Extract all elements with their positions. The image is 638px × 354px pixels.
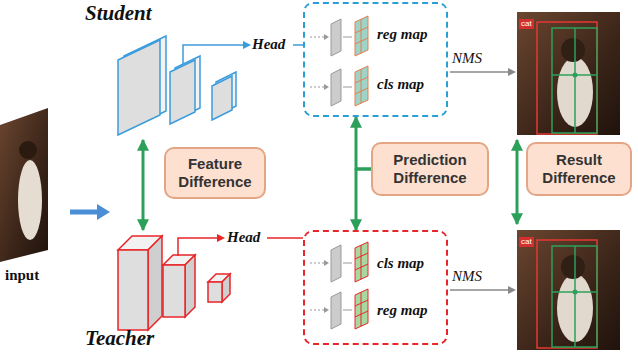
difference-box: Result Difference (526, 142, 632, 196)
model-name: Teacher (85, 326, 154, 350)
student-result-image (517, 12, 620, 135)
model-name: Student (85, 1, 152, 25)
result-difference-arrow (516, 140, 519, 224)
head-label: Head (227, 229, 260, 245)
label-holder: Teacher (85, 326, 154, 351)
class-tag: cat (519, 19, 534, 29)
text-holder: cls map (377, 75, 424, 93)
map-name: cls map (377, 76, 424, 92)
label-holder: cat (519, 12, 534, 30)
map-name: reg map (377, 302, 427, 318)
difference-name: Feature Difference (171, 155, 259, 191)
label-holder: Student (85, 1, 152, 26)
map-name: cls map (377, 255, 424, 271)
label-holder: Head (252, 35, 285, 53)
input-image (0, 108, 48, 262)
label-holder: cat (519, 230, 534, 248)
nms-label: NMS (452, 268, 482, 284)
difference-box: Prediction Difference (371, 142, 489, 196)
difference-connector (356, 169, 371, 230)
student-head-layers (310, 16, 368, 106)
student-head-arrow (183, 41, 303, 64)
teacher-feature-maps (118, 236, 230, 330)
teacher-head-layers (310, 242, 368, 329)
difference-name: Prediction Difference (378, 151, 482, 187)
input-label: input (5, 267, 39, 283)
teacher-result-image (517, 230, 620, 350)
difference-name: Result Difference (533, 151, 625, 187)
difference-box: Feature Difference (164, 147, 266, 199)
teacher-head-box: cls map reg map (303, 230, 448, 345)
label-holder: NMS (452, 267, 482, 285)
label-holder: input (5, 266, 39, 284)
text-holder: cls map (377, 254, 424, 272)
student-feature-maps (118, 36, 236, 135)
text-holder: reg map (377, 301, 427, 319)
class-tag: cat (519, 237, 534, 247)
text-holder: reg map (377, 25, 427, 43)
student-head-box: reg map cls map (303, 2, 448, 117)
difference-connector (356, 117, 371, 169)
feature-difference-arrow (142, 140, 145, 230)
head-label: Head (252, 36, 285, 52)
label-holder: NMS (452, 49, 482, 67)
nms-label: NMS (452, 50, 482, 66)
label-holder: Head (227, 228, 260, 246)
map-name: reg map (377, 26, 427, 42)
input-arrow (70, 204, 110, 220)
